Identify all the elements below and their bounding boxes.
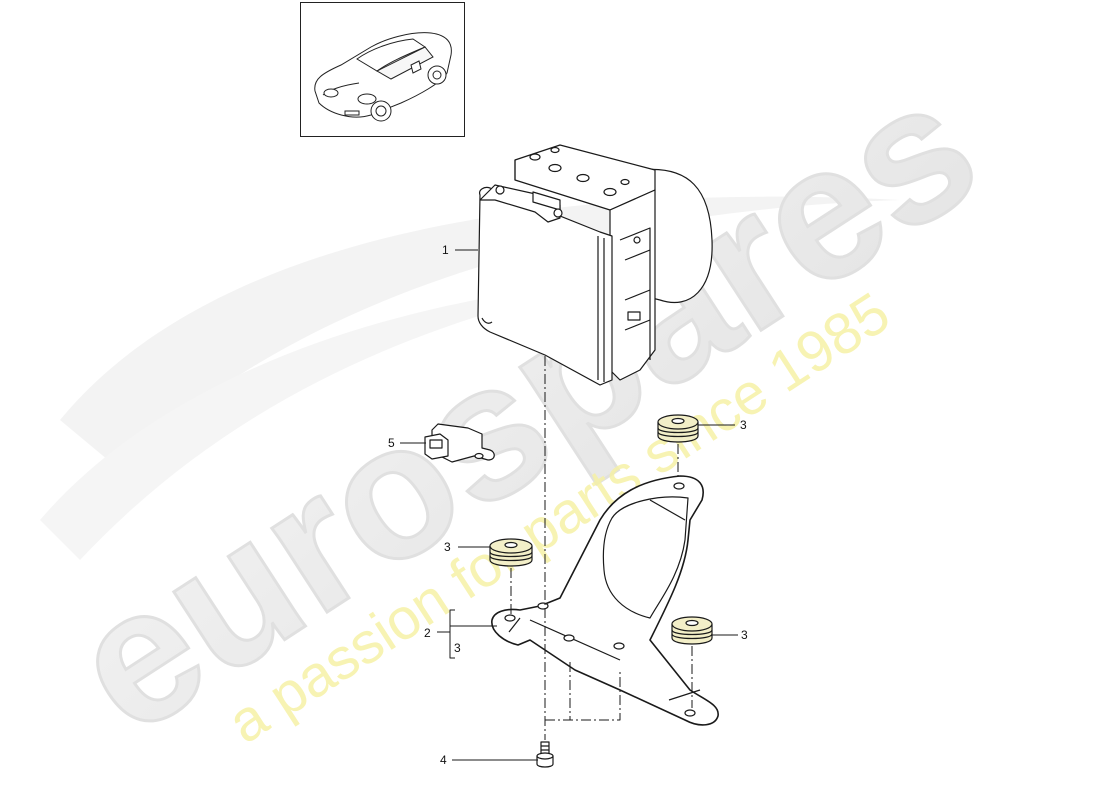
callout-4[interactable]: 4 — [440, 753, 447, 767]
leader-lines — [400, 249, 738, 761]
abs-unit[interactable] — [477, 144, 713, 386]
vehicle-thumbnail — [300, 2, 465, 137]
callout-5[interactable]: 5 — [388, 436, 395, 450]
callout-1[interactable]: 1 — [442, 243, 449, 257]
bushing-left[interactable] — [489, 538, 533, 567]
mounting-bracket[interactable] — [491, 475, 719, 726]
bolt[interactable] — [536, 741, 554, 768]
callout-2-sub-3[interactable]: 3 — [454, 641, 461, 655]
bushing-lower-right[interactable] — [671, 616, 713, 645]
watermark-swoosh-2 — [40, 280, 620, 560]
callout-2[interactable]: 2 — [424, 626, 431, 640]
callout-3-lower-right[interactable]: 3 — [741, 628, 748, 642]
sensor[interactable] — [424, 423, 495, 463]
car-icon — [314, 32, 452, 122]
bushing-upper-right[interactable] — [657, 414, 699, 443]
callout-3-left[interactable]: 3 — [444, 540, 451, 554]
callout-3-upper-right[interactable]: 3 — [740, 418, 747, 432]
assembly-lines — [510, 356, 693, 740]
